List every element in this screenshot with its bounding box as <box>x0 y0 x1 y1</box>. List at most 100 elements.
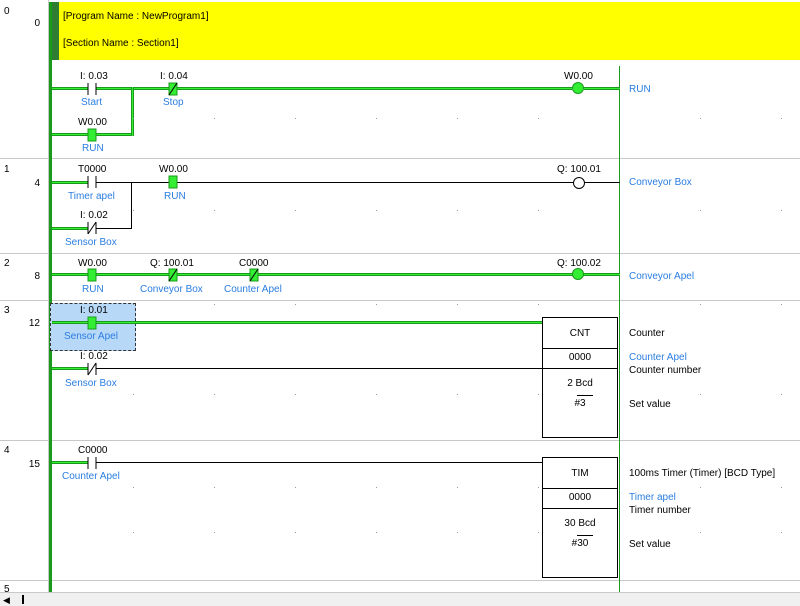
rung0-wire-end <box>584 87 620 90</box>
grid-dot <box>781 118 782 119</box>
rung-number[interactable]: 3 <box>4 305 10 316</box>
coil-comment: Conveyor Apel <box>629 271 695 282</box>
rung3-reset-wire-on <box>52 367 88 370</box>
scroll-thumb[interactable] <box>22 595 24 604</box>
rung3-reset-wire <box>96 368 542 369</box>
step-number: 4 <box>34 178 40 189</box>
rung-number[interactable]: 0 <box>4 6 10 17</box>
grid-dot <box>133 394 134 395</box>
block-set-value: #30 <box>571 538 589 549</box>
rung2-wire <box>52 273 620 276</box>
no-contact-icon[interactable] <box>85 175 99 189</box>
grid-dot <box>133 304 134 305</box>
block-divider <box>543 508 617 509</box>
block-description: 100ms Timer (Timer) [BCD Type] <box>629 468 776 479</box>
grid-dot <box>781 487 782 488</box>
coil-icon[interactable] <box>572 82 584 94</box>
block-name: TIM <box>571 468 589 479</box>
contact-address: C0000 <box>78 445 108 456</box>
coil-icon[interactable] <box>573 177 585 189</box>
contact-comment: RUN <box>164 191 186 202</box>
rung-number[interactable]: 1 <box>4 164 10 175</box>
rung1-branch-wire <box>96 228 132 229</box>
no-contact-icon[interactable] <box>166 175 180 189</box>
grid-dot <box>133 532 134 533</box>
program-banner[interactable] <box>52 2 800 60</box>
no-contact-icon[interactable] <box>85 456 99 470</box>
counter-block[interactable]: CNT 0000 2 Bcd #3 <box>542 317 618 438</box>
contact-address: I: 0.01 <box>80 305 108 316</box>
grid-dot <box>133 118 134 119</box>
step-number: 15 <box>28 459 40 470</box>
grid-dot <box>457 118 458 119</box>
contact-comment: Sensor Apel <box>64 331 118 342</box>
step-number: 12 <box>28 318 40 329</box>
grid-dot <box>376 304 377 305</box>
grid-dot <box>457 210 458 211</box>
block-number: 0000 <box>568 492 592 503</box>
nc-contact-icon[interactable] <box>166 82 180 96</box>
nc-contact-icon[interactable] <box>85 221 99 235</box>
contact-address: T0000 <box>78 164 107 175</box>
grid-dot <box>781 210 782 211</box>
block-number-comment: Timer apel <box>629 492 676 503</box>
scroll-left-arrow-icon[interactable]: ◀ <box>3 595 10 605</box>
contact-comment: Counter Apel <box>224 284 282 295</box>
rung4-wire-on <box>52 461 88 464</box>
grid-dot <box>376 394 377 395</box>
timer-block[interactable]: TIM 0000 30 Bcd #30 <box>542 457 618 578</box>
rung-number[interactable]: 4 <box>4 445 10 456</box>
block-set-value: #3 <box>574 398 586 409</box>
grid-dot <box>295 487 296 488</box>
no-contact-icon[interactable] <box>85 316 99 330</box>
block-number-label: Counter number <box>629 365 702 376</box>
no-contact-icon[interactable] <box>85 268 99 282</box>
grid-dot <box>457 304 458 305</box>
rung1-wire <box>96 182 574 183</box>
nc-contact-icon[interactable] <box>85 362 99 376</box>
rung4-wire <box>96 462 542 463</box>
grid-dot <box>376 532 377 533</box>
grid-dot <box>295 304 296 305</box>
rung-number[interactable]: 2 <box>4 258 10 269</box>
contact-address: I: 0.02 <box>80 210 108 221</box>
no-contact-icon[interactable] <box>85 82 99 96</box>
right-power-rail <box>619 66 620 592</box>
grid-dot <box>700 118 701 119</box>
contact-address: C0000 <box>239 258 269 269</box>
coil-address: W0.00 <box>564 71 593 82</box>
block-set-comment: 30 Bcd <box>564 518 596 529</box>
rung-number[interactable]: 5 <box>4 584 10 595</box>
grid-dot <box>376 118 377 119</box>
no-contact-icon[interactable] <box>85 128 99 142</box>
nc-contact-icon[interactable] <box>247 268 261 282</box>
contact-comment: Sensor Box <box>65 378 117 389</box>
rung1-branch <box>131 182 132 229</box>
coil-address: Q: 100.02 <box>557 258 601 269</box>
contact-address: Q: 100.01 <box>150 258 194 269</box>
rung0-wire <box>52 87 572 90</box>
contact-address: W0.00 <box>78 117 107 128</box>
grid-dot <box>538 394 539 395</box>
contact-address: I: 0.02 <box>80 351 108 362</box>
grid-dot <box>214 487 215 488</box>
block-set-label: Set value <box>629 399 671 410</box>
coil-comment: RUN <box>629 84 651 95</box>
block-number-label: Timer number <box>629 505 691 516</box>
step-number: 8 <box>34 271 40 282</box>
program-name: [Program Name : NewProgram1] <box>63 11 209 22</box>
grid-dot <box>457 532 458 533</box>
set-value-overline <box>577 395 593 396</box>
grid-dot <box>376 487 377 488</box>
grid-dot <box>538 210 539 211</box>
coil-icon[interactable] <box>572 268 584 280</box>
contact-comment: Sensor Box <box>65 237 117 248</box>
grid-dot <box>781 394 782 395</box>
contact-comment: Start <box>81 97 103 108</box>
horizontal-scrollbar[interactable]: ◀ <box>0 592 800 606</box>
block-divider <box>543 368 617 369</box>
grid-dot <box>295 394 296 395</box>
step-number: 0 <box>34 18 40 29</box>
nc-contact-icon[interactable] <box>166 268 180 282</box>
rung-separator <box>0 580 800 581</box>
